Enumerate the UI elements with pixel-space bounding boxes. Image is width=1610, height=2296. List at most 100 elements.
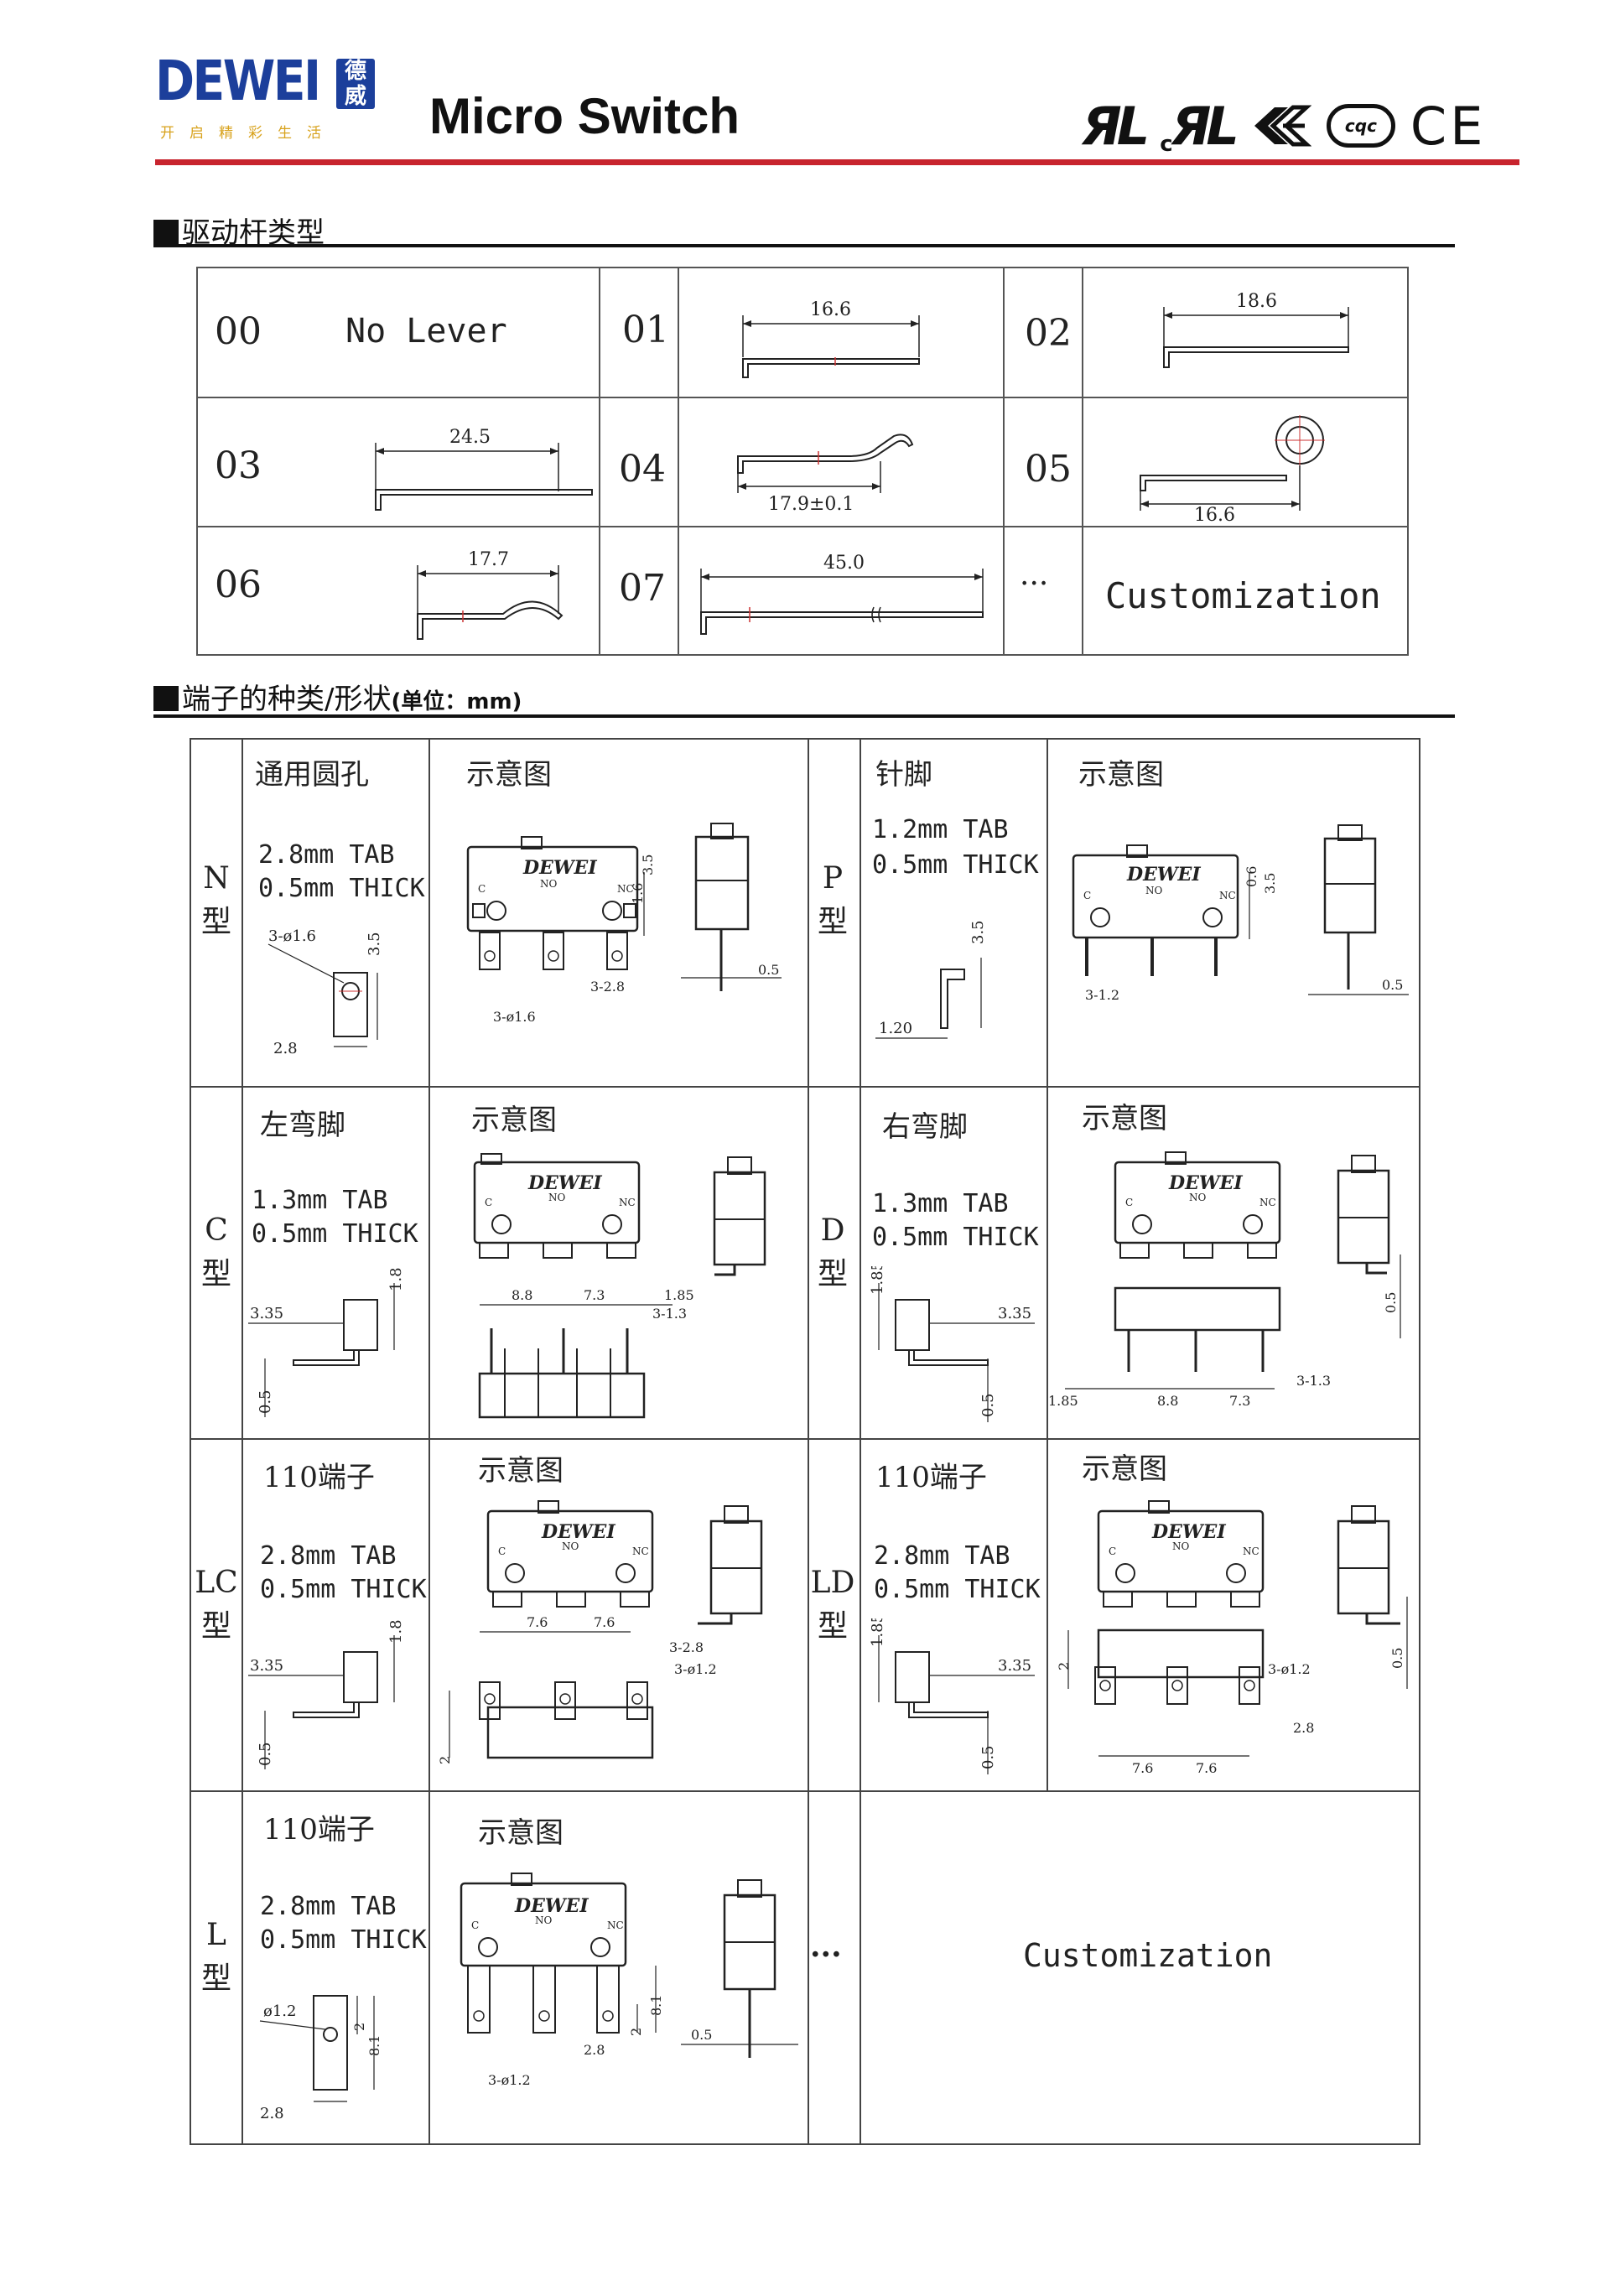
spec-thick-d: 0.5mm THICK	[872, 1223, 1039, 1252]
diagram-dim: 8.1	[648, 1995, 664, 2016]
switch-label-no: NO	[548, 1192, 566, 1203]
document-title: Micro Switch	[429, 88, 740, 144]
table-gridline	[860, 740, 861, 2143]
terminal-name-l: 110端子	[263, 1813, 375, 1847]
detail-dim: 0.5	[979, 1745, 997, 1769]
diagram-dim: 2	[1056, 1662, 1072, 1670]
type-suffix: 型	[817, 1257, 848, 1291]
lever-code-02: 02	[1025, 312, 1072, 355]
diagram-label-n: 示意图	[466, 758, 552, 792]
table-gridline	[808, 740, 809, 2143]
lever-03-drawing: 24.5	[375, 427, 593, 511]
diagram-dim: 3-1.2	[1085, 987, 1119, 1003]
spec-tab-ld: 2.8mm TAB	[874, 1541, 1010, 1571]
terminal-name-lc: 110端子	[263, 1461, 375, 1494]
lever-07-drawing: 45.0	[700, 553, 984, 635]
switch-body-icon: DEWEI C NO NC	[473, 1153, 641, 1259]
spec-thick-c: 0.5mm THICK	[252, 1219, 418, 1249]
company-logo: DEWEI 德威 开启精彩生活	[155, 52, 375, 144]
switch-brand: DEWEI	[1151, 1521, 1226, 1543]
type-label-ld: LD 型	[807, 1561, 859, 1649]
lever-02-dim: 18.6	[1236, 291, 1277, 312]
ce-mark-icon: CE	[1410, 95, 1487, 157]
switch-body-icon: DEWEI C NO NC	[1097, 1500, 1265, 1608]
type-label-p: P 型	[807, 857, 859, 944]
cul-mark-text: ЯL	[1171, 95, 1239, 157]
switch-brand: DEWEI	[1168, 1172, 1243, 1194]
table-gridline	[191, 1086, 1419, 1088]
detail-dim: 3-ø1.6	[268, 927, 316, 945]
terminal-more-marker: ···	[810, 1937, 842, 1972]
switch-label-c: C	[485, 1197, 492, 1208]
switch-label-nc: NC	[1219, 890, 1236, 901]
type-suffix: 型	[200, 1257, 231, 1291]
detail-dim: 3.35	[250, 1305, 283, 1322]
switch-body-icon: DEWEI C NO NC	[1114, 1151, 1281, 1259]
diagram-dim: 2	[437, 1756, 453, 1764]
table-gridline	[599, 268, 600, 654]
detail-dim: 0.5	[257, 1390, 274, 1414]
type-suffix: 型	[200, 1961, 231, 1996]
cul-c-letter: c	[1160, 131, 1173, 157]
lever-04-dim: 17.9±0.1	[768, 494, 854, 515]
spec-tab-n: 2.8mm TAB	[258, 840, 395, 870]
switch-brand: DEWEI	[1126, 864, 1201, 886]
switch-brand: DEWEI	[541, 1521, 615, 1543]
switch-label-no: NO	[540, 878, 558, 890]
detail-dim: 3.35	[998, 1657, 1031, 1675]
table-gridline	[1046, 740, 1048, 1790]
type-suffix: 型	[817, 905, 848, 939]
lever-06-dim: 17.7	[468, 549, 509, 570]
detail-dim: ø1.2	[263, 2003, 296, 2020]
spec-tab-l: 2.8mm TAB	[260, 1892, 397, 1921]
diagram-dim: 0.5	[1382, 977, 1403, 993]
bullet-square-icon	[153, 686, 179, 711]
type-label-l: L 型	[193, 1914, 240, 2001]
lever-code-06: 06	[215, 564, 262, 606]
switch-label-no: NO	[562, 1540, 579, 1552]
diagram-dim: 1.85	[1048, 1393, 1078, 1409]
lever-code-05: 05	[1025, 448, 1072, 491]
diagram-label-p: 示意图	[1078, 758, 1164, 792]
lever-code-04: 04	[619, 448, 666, 491]
terminal-section-title: 端子的种类/形状(单位：mm)	[153, 676, 522, 717]
diagram-dim: 2	[628, 2028, 644, 2036]
detail-dim: 1.85	[869, 1618, 886, 1647]
diagram-dim: 3-ø1.6	[493, 1009, 536, 1025]
lever-code-07: 07	[619, 567, 666, 610]
terminal-n-detail-drawing: 3-ø1.6 3.5 2.8	[267, 927, 383, 1057]
diagram-dim: 7.3	[584, 1287, 605, 1303]
diagram-label-l: 示意图	[478, 1816, 564, 1850]
terminal-d-diagram: DEWEI C NO NC 1.85 8.8 7.3 3-1.3 0.5	[1048, 1151, 1401, 1409]
spec-thick-p: 0.5mm THICK	[872, 850, 1039, 880]
diagram-label-ld: 示意图	[1082, 1452, 1167, 1486]
terminal-n-diagram: DEWEI C NO NC 3.5 1.6 3-2.8 3-ø1.6 0.5	[466, 823, 782, 1025]
diagram-dim: 0.5	[1389, 1648, 1405, 1669]
switch-brand: DEWEI	[527, 1172, 602, 1194]
terminal-c-detail-drawing: 3.35 1.85 0.5	[248, 1266, 405, 1417]
diagram-dim: 0.5	[691, 2027, 712, 2043]
terminal-p-diagram: DEWEI C NO NC 3-1.2 0.6 3.5 0.5	[1072, 824, 1409, 1003]
lever-03-dim: 24.5	[449, 427, 491, 448]
table-gridline	[678, 268, 679, 654]
ul-mark-icon: ЯL	[1082, 95, 1150, 157]
detail-dim: 3.5	[366, 932, 383, 956]
terminal-section-rule	[153, 714, 1455, 718]
diagram-dim: 7.6	[1132, 1760, 1153, 1776]
table-gridline	[198, 526, 1407, 527]
detail-dim: 3.5	[969, 920, 987, 944]
lever-07-dim: 45.0	[823, 553, 865, 574]
terminal-c-diagram: DEWEI C NO NC 8.8 7.3 1.85 3-1.3	[473, 1153, 766, 1419]
kc-mark-icon	[1254, 105, 1311, 147]
terminal-section-title-text: 端子的种类/形状	[182, 683, 392, 716]
diagram-dim: 3-ø1.2	[488, 2072, 531, 2088]
spec-tab-c: 1.3mm TAB	[252, 1186, 388, 1215]
diagram-dim: 0.5	[1383, 1292, 1399, 1313]
diagram-dim: 1.85	[664, 1287, 694, 1303]
detail-dim: 2.8	[260, 2105, 284, 2122]
diagram-dim: 2.8	[584, 2042, 605, 2058]
switch-label-no: NO	[1189, 1192, 1207, 1203]
lever-type-table: 00 No Lever 01 16.6 02 18.6 03 24.5 04	[196, 267, 1409, 656]
table-gridline	[198, 397, 1407, 398]
